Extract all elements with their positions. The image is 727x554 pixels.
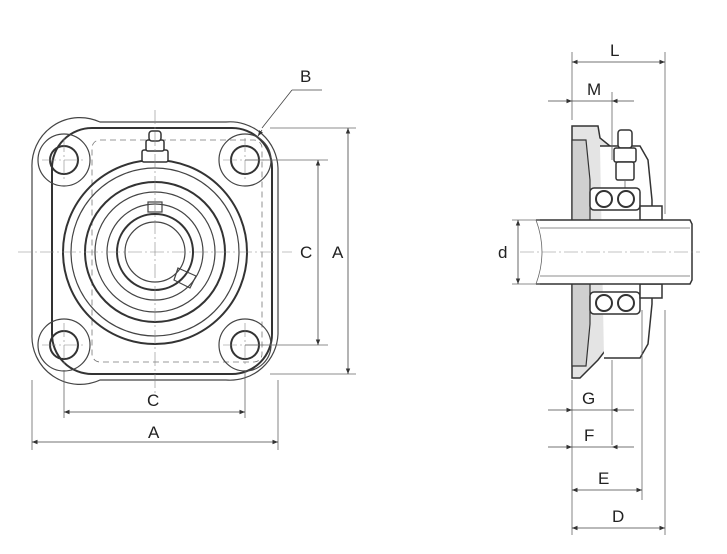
bolt-hole-bottom-left: [37, 318, 91, 372]
label-g: G: [582, 389, 595, 408]
housing-outer-edge: [31, 117, 279, 385]
ball-upper: [589, 187, 641, 211]
label-a-horizontal: A: [148, 423, 160, 442]
grease-nipple-side: [613, 129, 637, 190]
ball-lower: [589, 291, 641, 315]
side-dimensions: [512, 52, 666, 535]
label-c-vertical: C: [300, 243, 312, 262]
label-d-upper: D: [612, 507, 624, 526]
label-d: d: [498, 243, 507, 262]
label-e: E: [598, 469, 609, 488]
front-view: [18, 110, 292, 395]
label-m: M: [587, 80, 601, 99]
front-dimensions: [31, 89, 356, 450]
label-c-horizontal: C: [147, 391, 159, 410]
label-a-vertical: A: [332, 243, 344, 262]
housing-outline: [51, 127, 273, 375]
bolt-hole-top-left: [37, 133, 91, 187]
label-f: F: [584, 426, 594, 445]
label-l: L: [610, 41, 619, 60]
hidden-boss-outline: [91, 139, 263, 363]
label-b: B: [300, 67, 311, 86]
side-view: [520, 125, 700, 379]
